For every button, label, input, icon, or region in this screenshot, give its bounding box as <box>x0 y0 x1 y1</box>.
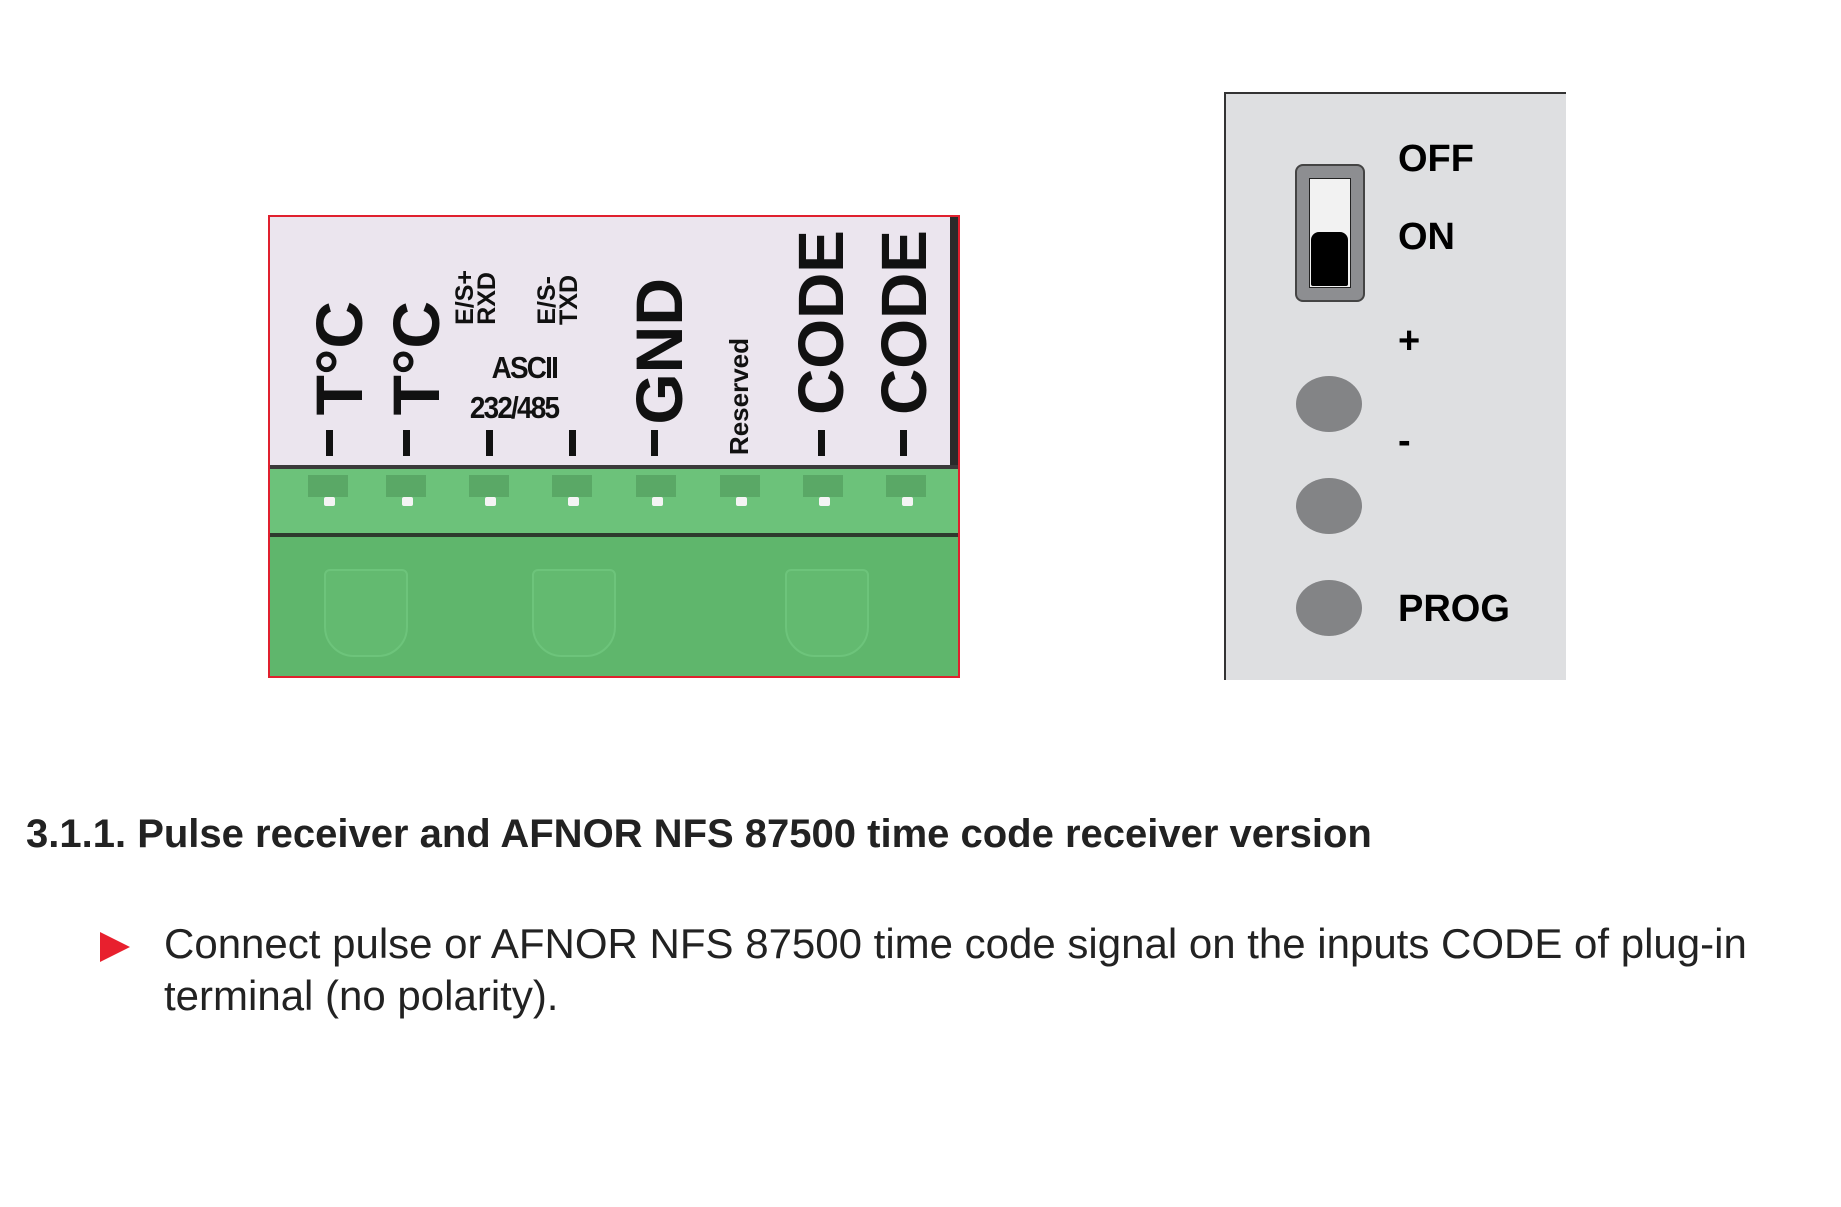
terminal-tick <box>403 430 410 456</box>
pin <box>902 497 913 506</box>
terminal-tick <box>486 430 493 456</box>
screw-icon <box>785 569 869 657</box>
terminal-body <box>270 537 958 676</box>
minus-button[interactable] <box>1296 478 1362 534</box>
terminal-label-reserved: Reserved <box>724 337 754 455</box>
terminal-label-code-2: CODE <box>868 230 940 415</box>
pin <box>568 497 579 506</box>
terminal-tick <box>569 430 576 456</box>
minus-label: - <box>1398 420 1411 462</box>
terminal-label-code-1: CODE <box>785 230 857 415</box>
terminal-label-txd: TXD <box>555 275 583 325</box>
on-off-switch[interactable] <box>1295 164 1365 302</box>
bullet-triangle-icon <box>100 932 130 962</box>
terminal-label-gnd: GND <box>622 278 696 425</box>
terminal-label-tc-1: T°C <box>302 300 376 415</box>
pin <box>324 497 335 506</box>
terminal-label-tc-2: T°C <box>379 300 453 415</box>
bullet-text: Connect pulse or AFNOR NFS 87500 time co… <box>164 920 1747 1019</box>
pin <box>652 497 663 506</box>
terminal-tick <box>900 430 907 456</box>
plus-label: + <box>1398 320 1421 362</box>
switch-knob <box>1311 232 1348 286</box>
terminal-label-area: T°C T°C E/S+ RXD E/S- TXD ASCII 232/485 … <box>270 217 958 465</box>
pin <box>736 497 747 506</box>
prog-label: PROG <box>1398 588 1510 630</box>
screw-icon <box>532 569 616 657</box>
terminal-tick <box>651 430 658 456</box>
terminal-pin-strip <box>270 465 958 535</box>
terminal-label-232-485: 232/485 <box>469 390 560 425</box>
terminal-tick <box>326 430 333 456</box>
pin <box>819 497 830 506</box>
terminal-label-rxd: RXD <box>473 272 501 325</box>
pin <box>402 497 413 506</box>
pin <box>485 497 496 506</box>
terminal-groove <box>270 533 958 537</box>
terminal-label-ascii: ASCII <box>491 350 559 385</box>
control-panel: OFF ON + - PROG <box>1224 92 1566 680</box>
switch-slot <box>1309 178 1351 288</box>
switch-off-label: OFF <box>1398 138 1474 180</box>
plus-button[interactable] <box>1296 376 1362 432</box>
terminal-tick <box>818 430 825 456</box>
screw-icon <box>324 569 408 657</box>
section-heading: 3.1.1. Pulse receiver and AFNOR NFS 8750… <box>26 812 1372 856</box>
terminal-block-image: T°C T°C E/S+ RXD E/S- TXD ASCII 232/485 … <box>268 215 960 678</box>
switch-on-label: ON <box>1398 216 1455 258</box>
prog-button[interactable] <box>1296 580 1362 636</box>
